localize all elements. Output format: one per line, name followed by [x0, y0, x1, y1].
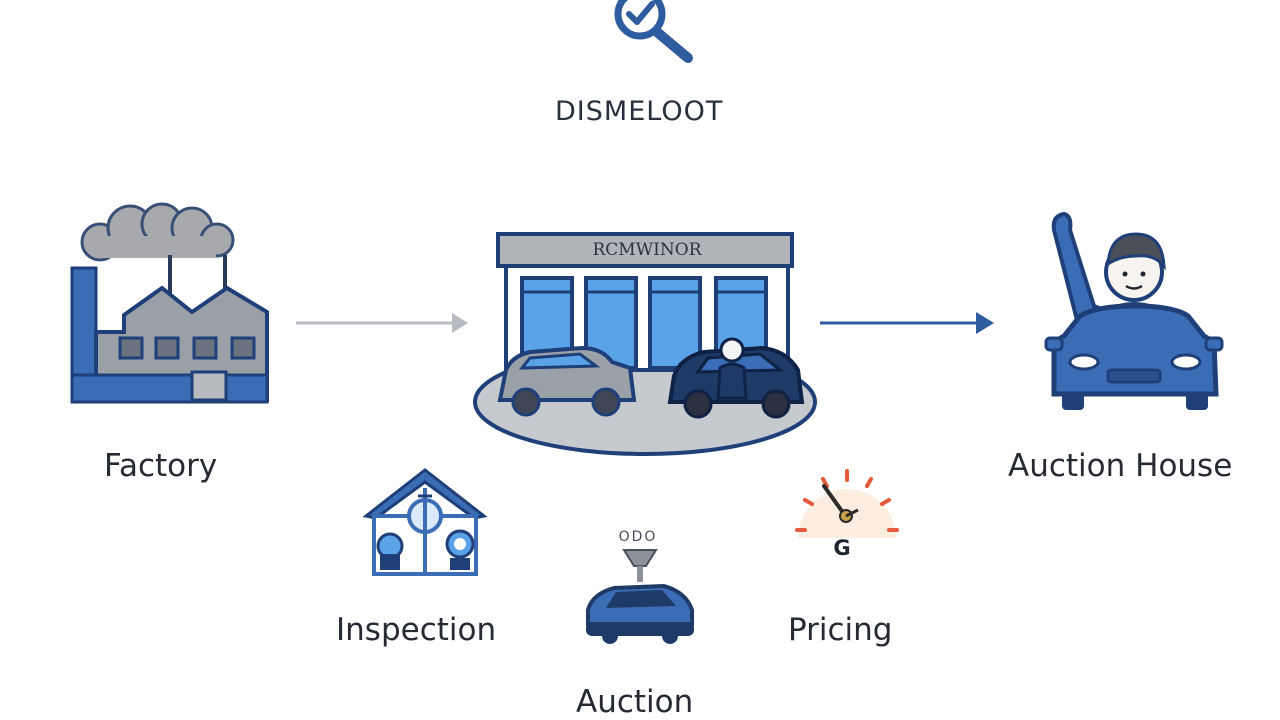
inspection-label: Inspection	[336, 612, 497, 648]
auction-icon	[580, 528, 700, 648]
arrow-to-auction-house	[818, 310, 998, 336]
inspection-icon	[360, 466, 490, 576]
magnifier-check-icon	[600, 0, 700, 66]
dealership-sign: RCMWINOR	[592, 240, 702, 260]
factory-icon	[62, 200, 277, 410]
pricing-gauge-mark: G	[833, 536, 851, 560]
factory-label: Factory	[104, 448, 218, 484]
arrow-to-dealership	[294, 310, 474, 336]
diagram-title: DISMELOOT	[555, 96, 724, 127]
dealership-icon	[472, 230, 822, 460]
auction-house-label: Auction House	[1008, 448, 1233, 484]
auction-sign: ODO	[618, 529, 658, 545]
auction-house-icon	[1036, 206, 1231, 416]
auction-label: Auction	[576, 684, 694, 720]
pricing-gauge-icon	[792, 460, 902, 560]
pricing-label: Pricing	[788, 612, 893, 648]
